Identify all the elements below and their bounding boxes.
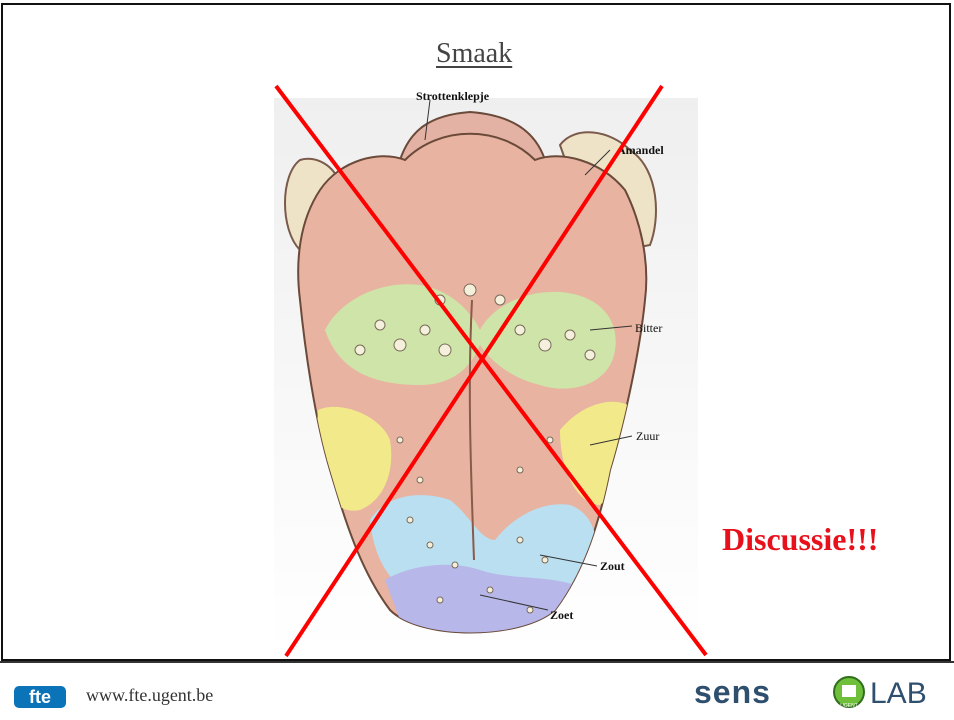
label-zuur: Zuur — [636, 429, 659, 443]
fte-logo: fte — [14, 684, 66, 710]
label-zout: Zout — [600, 559, 625, 573]
svg-text:LAB: LAB — [870, 677, 927, 710]
svg-text:UGENT: UGENT — [840, 703, 858, 709]
senso-lab-logo: sens UGENT LAB — [694, 672, 954, 712]
discussion-callout: Discussie!!! — [722, 521, 878, 558]
label-bitter: Bitter — [635, 321, 662, 335]
label-zoet: Zoet — [550, 608, 573, 622]
footer-url: www.fte.ugent.be — [86, 685, 213, 706]
svg-text:sens: sens — [694, 674, 771, 710]
label-strottenklepje: Strottenklepje — [416, 89, 490, 103]
footer-divider — [0, 661, 954, 663]
svg-text:fte: fte — [29, 687, 51, 707]
